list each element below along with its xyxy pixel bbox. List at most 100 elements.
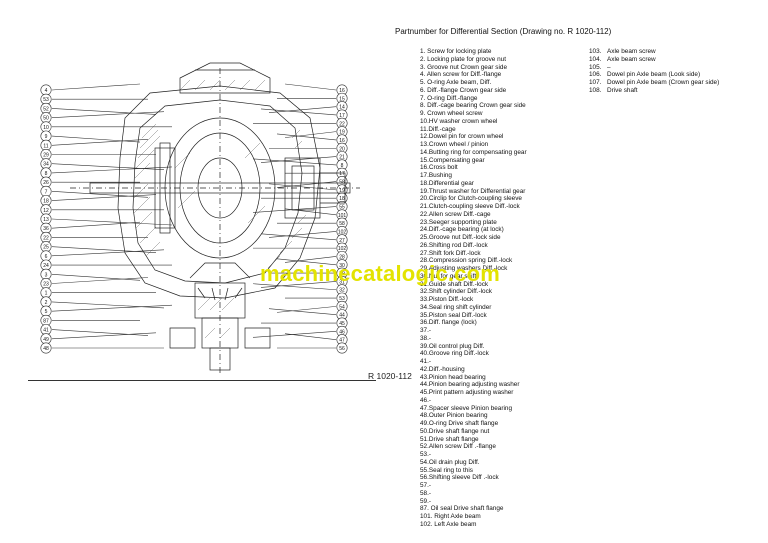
callout-number: 44 bbox=[339, 313, 345, 319]
part-item: 40.Groove ring Diff.-lock bbox=[420, 350, 489, 358]
callout-number: 23 bbox=[43, 282, 49, 288]
callout-leader bbox=[51, 138, 149, 146]
callout-number: 2 bbox=[45, 300, 48, 306]
part-item: 19.Thrust washer for Differential gear bbox=[420, 187, 526, 195]
callout-number: 9 bbox=[45, 134, 48, 140]
callout-leader bbox=[276, 181, 337, 188]
part-item: 8. Diff.-cage bearing Crown gear side bbox=[420, 102, 526, 110]
part-item: 36.Diff. flange (lock) bbox=[420, 319, 477, 327]
part-item: 108.Drive shaft bbox=[589, 87, 759, 95]
callout-number: 28 bbox=[339, 254, 345, 260]
callout-number: 47 bbox=[339, 338, 345, 344]
callout-number: 58 bbox=[339, 180, 345, 186]
callout-number: 102 bbox=[338, 246, 347, 252]
part-item: 104.Axle beam screw bbox=[589, 56, 759, 64]
callout-number: 102 bbox=[338, 229, 347, 235]
callout-leader bbox=[51, 218, 173, 226]
part-item: 47.Spacer sleeve Pinion bearing bbox=[420, 404, 513, 412]
part-item: 37.- bbox=[420, 327, 432, 334]
part-number: 103. bbox=[589, 48, 602, 55]
callout-leader bbox=[51, 301, 165, 309]
callout-leader bbox=[51, 83, 141, 91]
part-item: 20.Circlip for Clutch-coupling sleeve bbox=[420, 195, 522, 203]
callout-leader bbox=[51, 221, 141, 229]
callout-number: 48 bbox=[43, 346, 49, 352]
drawing-baseline bbox=[28, 380, 376, 381]
callout-number: 17 bbox=[339, 171, 345, 177]
callout-number: 1 bbox=[45, 291, 48, 297]
callout-number: 50 bbox=[43, 116, 49, 122]
callout-number: 29 bbox=[43, 153, 49, 159]
callout-number: 46 bbox=[339, 329, 345, 335]
callout-leader bbox=[268, 231, 337, 238]
callout-leader bbox=[51, 194, 157, 201]
part-item: 106.Dowel pin Axle beam (Look side) bbox=[589, 71, 759, 79]
part-item: 4. Allen screw for Diff.-flange bbox=[420, 71, 502, 79]
part-item: 44.Pinion bearing adjusting washer bbox=[420, 381, 520, 389]
part-item: 107.Dowel pin Axle beam (Crown gear side… bbox=[589, 79, 759, 87]
callout-number: 6 bbox=[45, 254, 48, 260]
callout-number: 18 bbox=[43, 199, 49, 205]
part-item: 31.Guide shaft Diff.-lock bbox=[420, 280, 489, 288]
part-item: 1. Screw for locking plate bbox=[420, 48, 492, 55]
callout-number: 17 bbox=[339, 113, 345, 119]
part-item: 56.Shifting sleeve Diff .-lock bbox=[420, 474, 499, 482]
callout-leader bbox=[284, 131, 337, 138]
callout-number: 19 bbox=[339, 188, 345, 194]
part-number: 106. bbox=[589, 71, 602, 79]
callout-leader bbox=[260, 156, 337, 163]
part-description: – bbox=[607, 63, 611, 71]
callout-circle bbox=[40, 342, 52, 354]
part-item: 33.Piston Diff.-lock bbox=[420, 296, 474, 303]
callout-number: 19 bbox=[339, 130, 345, 136]
part-item: 34.Seal ring shift cylinder bbox=[420, 303, 492, 311]
callout-number: 25 bbox=[43, 245, 49, 251]
part-item: 38.- bbox=[420, 334, 432, 342]
callout-leader bbox=[51, 273, 141, 281]
callout-number: 45 bbox=[339, 321, 345, 327]
callout-number: 31 bbox=[339, 279, 345, 285]
part-item: 87. Oil seal Drive shaft flange bbox=[420, 505, 504, 513]
callout-number: 101 bbox=[338, 213, 347, 219]
callout-number: 32 bbox=[339, 288, 345, 294]
part-item: 45.Print pattern adjusting washer bbox=[420, 389, 514, 396]
callout-leader bbox=[276, 133, 337, 141]
callout-leader bbox=[51, 166, 173, 174]
callout-number: 20 bbox=[339, 146, 345, 152]
part-description: Axle beam screw bbox=[607, 48, 656, 55]
callout-number: 11 bbox=[43, 143, 48, 149]
part-item: 29.Adjusting washers Diff.-lock bbox=[420, 265, 508, 272]
part-item: 50.Drive shaft flange nut bbox=[420, 427, 490, 435]
callout-leader bbox=[51, 249, 165, 257]
part-item: 42.Diff.-housing bbox=[420, 365, 465, 373]
callout-number: 49 bbox=[43, 337, 49, 343]
part-item: 57.- bbox=[420, 482, 432, 489]
part-item: 18.Differential gear bbox=[420, 179, 474, 187]
part-item: 32.Shift cylinder Diff.-lock bbox=[420, 288, 492, 296]
section-hatching bbox=[133, 79, 307, 339]
part-item: 22.Allen screw Diff.-cage bbox=[420, 210, 491, 218]
callout-number: 34 bbox=[43, 162, 49, 168]
callout-number: 16 bbox=[339, 138, 345, 144]
callout-leader bbox=[51, 246, 157, 253]
part-item: 16.Cross bolt bbox=[420, 164, 458, 172]
drawing-svg: 4535250109112934826718121336222562432312… bbox=[40, 62, 360, 376]
callout-leader bbox=[51, 108, 157, 115]
part-item: 13.Crown wheel / pinion bbox=[420, 141, 489, 148]
part-item: 3. Groove nut Crown gear side bbox=[420, 63, 508, 71]
part-number: 108. bbox=[589, 86, 602, 94]
part-item: 7. O-ring Diff.-flange bbox=[420, 94, 478, 102]
callout-circle bbox=[336, 342, 348, 354]
part-number: 105. bbox=[589, 63, 602, 71]
callout-number: 8 bbox=[341, 163, 344, 169]
part-item: 15.Compensating gear bbox=[420, 156, 485, 164]
callout-leader bbox=[51, 111, 165, 118]
part-item: 105.– bbox=[589, 64, 759, 72]
callout-number: 87 bbox=[43, 318, 49, 324]
callout-leader bbox=[252, 331, 337, 338]
callout-number: 41 bbox=[43, 328, 49, 334]
callout-leader bbox=[284, 83, 337, 91]
callout-number: 24 bbox=[43, 263, 49, 269]
